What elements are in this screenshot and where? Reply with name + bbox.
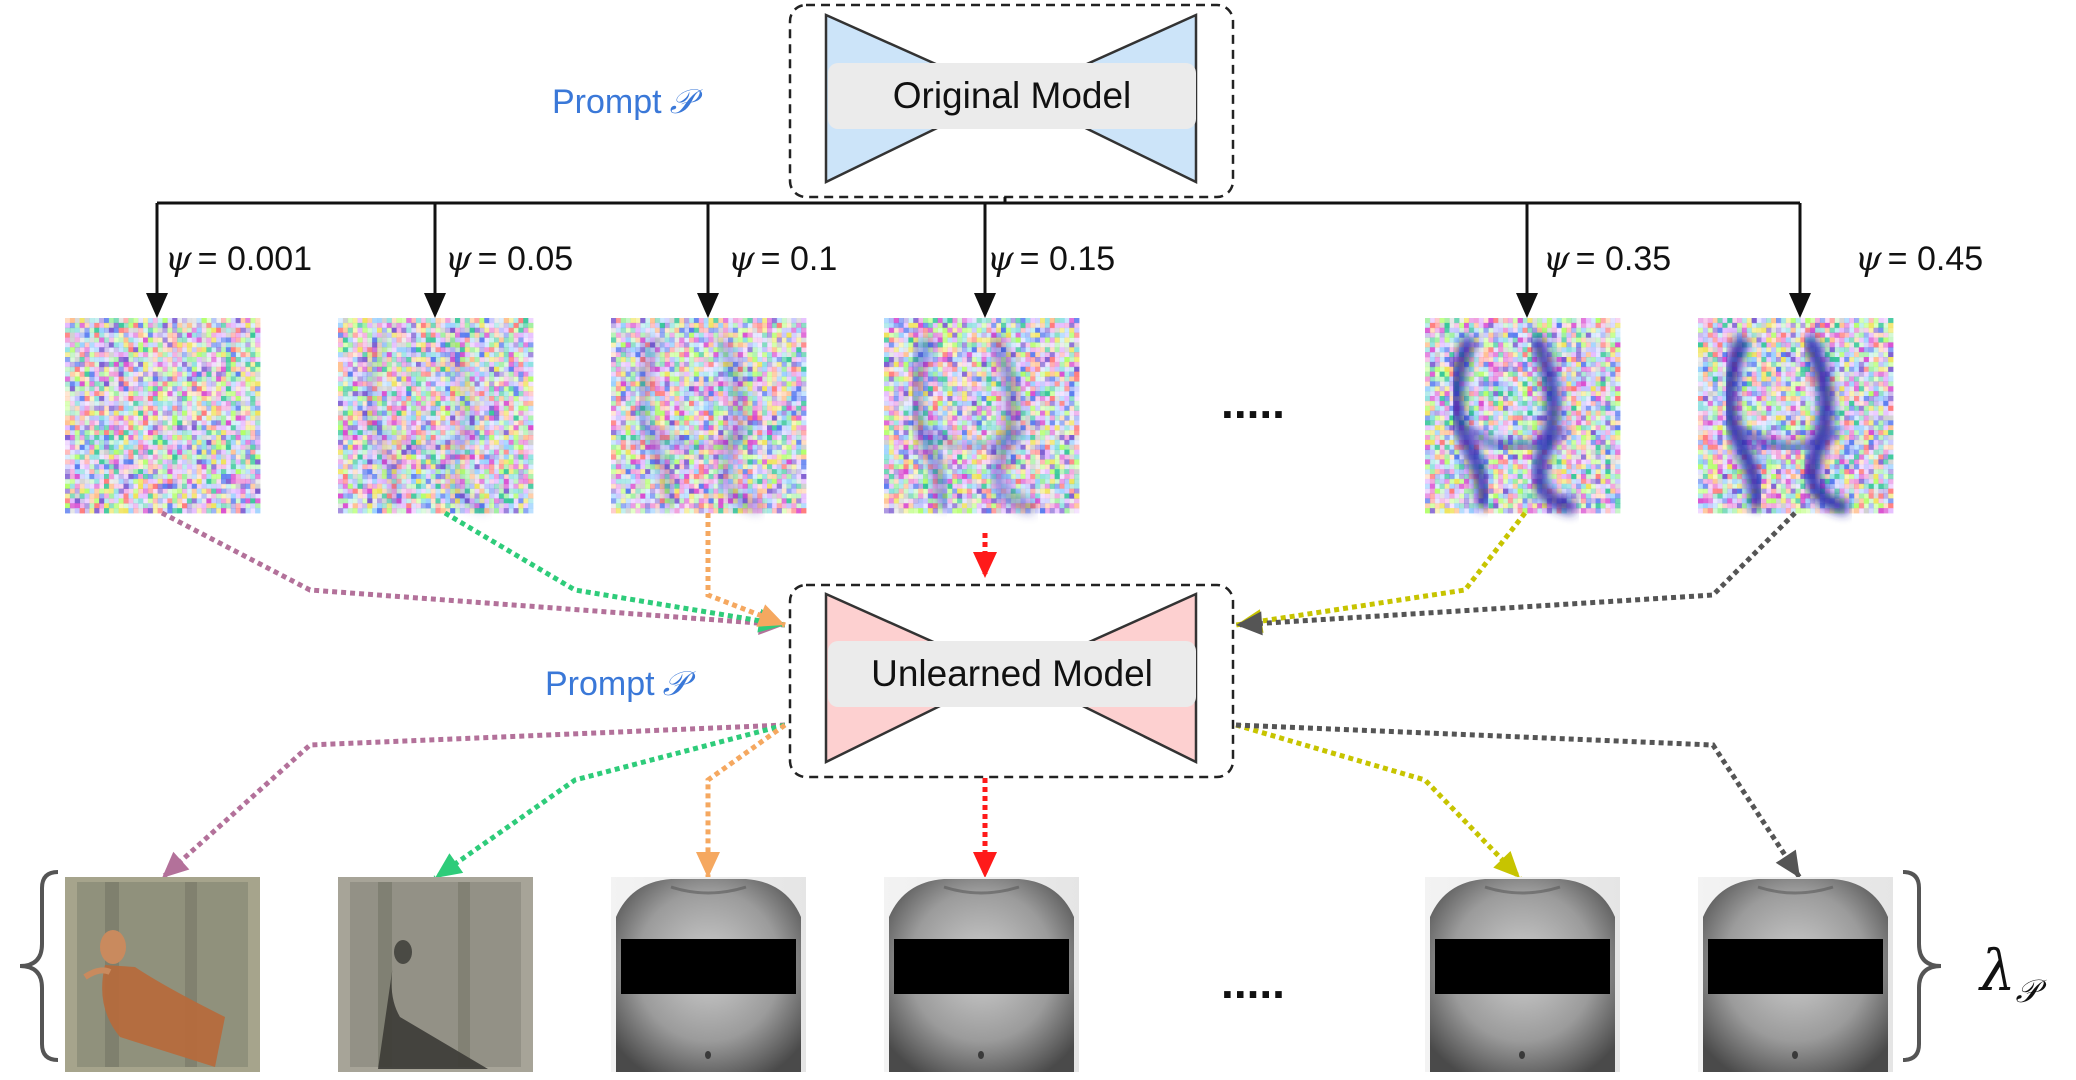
left-curly-brace xyxy=(19,870,59,1062)
ellipsis-noise-row: ..... xyxy=(1221,376,1285,428)
output-arrow-0 xyxy=(160,722,786,880)
output-image-3 xyxy=(884,877,1079,1072)
input-arrow-5-head xyxy=(1236,611,1263,636)
output-image-1 xyxy=(338,877,533,1072)
psi-label-0: ψ= 0.001 xyxy=(165,239,312,279)
psi-arrowhead-1 xyxy=(424,293,446,318)
noise-image-4 xyxy=(1425,318,1621,515)
input-arrow-5 xyxy=(1235,511,1797,628)
lambda-label: λ𝒫 xyxy=(1978,939,2048,1010)
psi-arrowhead-4 xyxy=(1516,293,1538,318)
original-model-label: Original Model xyxy=(893,75,1132,116)
original-model-label-box xyxy=(828,63,1196,129)
psi-label-5: ψ= 0.45 xyxy=(1855,239,1983,279)
output-image-5 xyxy=(1698,877,1893,1072)
output-arrow-1-head xyxy=(435,853,464,878)
output-arrow-0-head xyxy=(162,851,190,878)
censor-bar xyxy=(1435,939,1610,994)
right-curly-brace xyxy=(1902,870,1942,1062)
unlearned-model-dashed-border xyxy=(788,583,1235,779)
censor-bar xyxy=(894,939,1069,994)
original-model-dashed-border xyxy=(788,3,1235,199)
psi-label-4: ψ= 0.35 xyxy=(1543,239,1671,279)
unlearned-model: Unlearned Model xyxy=(788,583,1235,779)
output-image-2 xyxy=(611,877,806,1072)
censor-bar xyxy=(621,939,796,994)
noise-image-0 xyxy=(65,318,261,514)
ellipsis-output-row: ..... xyxy=(1221,956,1285,1008)
noise-image-row xyxy=(65,318,1894,515)
output-arrow-2-head xyxy=(696,852,720,878)
input-arrow-1 xyxy=(443,510,786,628)
psi-label-2: ψ= 0.1 xyxy=(728,239,837,279)
psi-branches: ψ= 0.001 ψ= 0.05 ψ= 0.1 ψ= 0.15 ψ= 0.35 ψ= 0.… xyxy=(146,203,1983,318)
output-image-0 xyxy=(65,877,260,1072)
input-arrows xyxy=(160,510,1797,636)
output-arrow-1 xyxy=(433,722,786,881)
output-arrow-2 xyxy=(705,722,787,878)
psi-arrowhead-2 xyxy=(697,293,719,318)
output-arrows xyxy=(160,722,1803,881)
output-image-4 xyxy=(1425,877,1620,1072)
input-arrow-2-head xyxy=(756,604,785,627)
noise-image-2 xyxy=(611,318,807,515)
output-arrow-5 xyxy=(1235,722,1803,880)
psi-arrowhead-0 xyxy=(146,293,168,318)
original-model: Original Model xyxy=(788,3,1235,199)
input-arrow-3-head xyxy=(973,552,997,578)
output-arrow-4-head xyxy=(1493,850,1520,878)
noise-image-1 xyxy=(338,318,534,515)
noise-image-3 xyxy=(884,318,1080,515)
psi-label-3: ψ= 0.15 xyxy=(987,239,1115,279)
unlearned-model-label-box xyxy=(828,641,1196,707)
noise-image-5 xyxy=(1698,318,1894,515)
output-arrow-5-head xyxy=(1775,849,1800,878)
input-arrow-0 xyxy=(160,510,786,628)
output-image-row xyxy=(65,877,1893,1072)
psi-arrowhead-3 xyxy=(974,293,996,318)
censor-bar xyxy=(1708,939,1883,994)
output-arrow-4 xyxy=(1235,722,1522,880)
output-arrow-3-head xyxy=(973,852,997,878)
input-arrow-2 xyxy=(705,513,786,628)
psi-arrowhead-5 xyxy=(1789,293,1811,318)
input-arrow-4 xyxy=(1235,511,1527,628)
psi-label-1: ψ= 0.05 xyxy=(445,239,573,279)
unlearned-model-label: Unlearned Model xyxy=(871,653,1153,694)
